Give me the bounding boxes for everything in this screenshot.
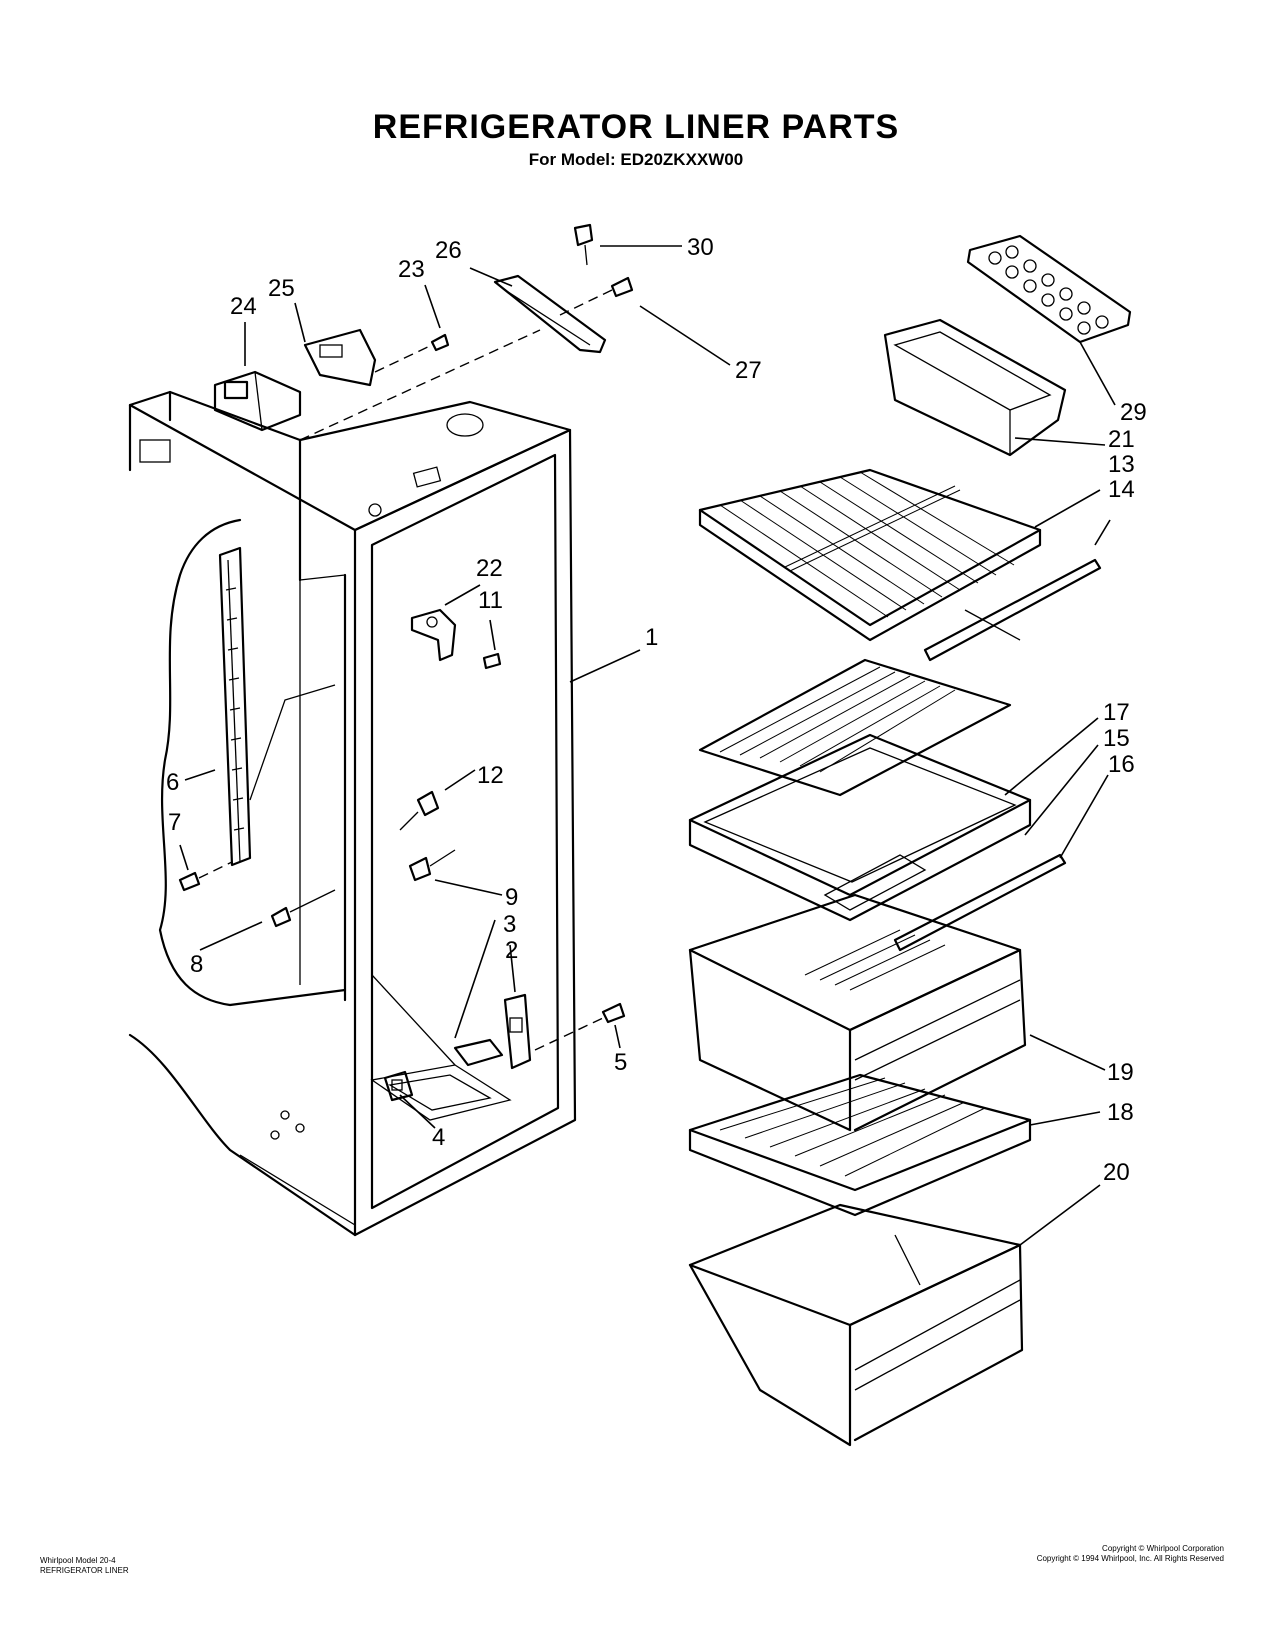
bracket-part-22 <box>410 608 457 662</box>
screw-part-7 <box>178 861 233 892</box>
footer-right-line2: Copyright © 1994 Whirlpool, Inc. All Rig… <box>1036 1554 1224 1563</box>
callout-18: 18 <box>1107 1099 1134 1126</box>
crisper-drawer-part-19 <box>688 893 1027 1132</box>
callout-30: 30 <box>687 234 714 261</box>
ice-bin-part-21 <box>883 318 1067 457</box>
callout-15: 15 <box>1103 725 1130 752</box>
callout-4: 4 <box>432 1124 445 1151</box>
clip-part-12 <box>399 790 440 831</box>
callout-20: 20 <box>1103 1159 1130 1186</box>
callout-26: 26 <box>435 237 462 264</box>
callout-11: 11 <box>478 587 503 614</box>
callout-3: 3 <box>503 911 516 938</box>
callout-24: 24 <box>230 293 257 320</box>
callout-29: 29 <box>1120 399 1147 426</box>
callout-numbers: 30 26 23 25 24 27 29 21 13 14 22 11 1 17… <box>166 234 1147 1186</box>
glass-shelf-part-17 <box>698 658 1012 797</box>
callout-1: 1 <box>645 624 658 651</box>
bracket-part-3 <box>453 1038 504 1067</box>
callout-6: 6 <box>166 769 179 796</box>
footer-left-line1: Whirlpool Model 20-4 <box>40 1556 116 1565</box>
screw-part-5 <box>534 1002 626 1051</box>
shelf-frame-part-15 <box>688 733 1032 922</box>
light-shield-part-26 <box>299 274 607 441</box>
screw-part-11 <box>482 652 502 670</box>
wire-shelf-part-13 <box>698 468 1042 642</box>
footer-left-line2: REFRIGERATOR LINER <box>40 1566 129 1575</box>
page-title: REFRIGERATOR LINER PARTS <box>372 108 900 146</box>
screw-part-23 <box>374 333 450 373</box>
clip-part-9 <box>408 849 456 882</box>
meat-pan-part-20 <box>688 1203 1024 1447</box>
footer-right-line1: Copyright © Whirlpool Corporation <box>1102 1544 1224 1553</box>
callout-5: 5 <box>614 1049 627 1076</box>
callout-27: 27 <box>735 357 762 384</box>
liner-cabinet <box>128 390 577 1237</box>
callout-9: 9 <box>505 884 518 911</box>
callout-14: 14 <box>1108 476 1135 503</box>
callout-2: 2 <box>505 937 518 964</box>
callout-8: 8 <box>190 951 203 978</box>
callout-21: 21 <box>1108 426 1135 453</box>
callout-13: 13 <box>1108 451 1135 478</box>
ice-tray-part-29 <box>966 234 1132 344</box>
callout-7: 7 <box>168 809 181 836</box>
callout-25: 25 <box>268 275 295 302</box>
callout-19: 19 <box>1107 1059 1134 1086</box>
callout-17: 17 <box>1103 699 1130 726</box>
control-housing-part-24 <box>213 370 302 432</box>
callout-12: 12 <box>477 762 504 789</box>
hinge-part-2 <box>503 993 532 1070</box>
leader-lines <box>179 245 1116 1246</box>
trim-part-14 <box>923 558 1102 662</box>
screw-part-27 <box>559 276 634 316</box>
callout-23: 23 <box>398 256 425 283</box>
bracket-part-25 <box>303 328 377 387</box>
model-subtitle: For Model: ED20ZKXXW00 <box>528 150 744 169</box>
callout-16: 16 <box>1108 751 1135 778</box>
crisper-cover-part-18 <box>688 1073 1032 1217</box>
footer-left: Whirlpool Model 20-4 REFRIGERATOR LINER <box>40 1556 129 1576</box>
bulb-part-30 <box>573 223 594 266</box>
clip-part-8 <box>270 889 336 928</box>
switch-part-4 <box>383 1070 414 1102</box>
shelf-ladder-part-6 <box>218 546 336 867</box>
callout-22: 22 <box>476 555 503 582</box>
footer-right: Copyright © Whirlpool Corporation Copyri… <box>1037 1544 1224 1564</box>
trim-part-16 <box>893 853 1067 952</box>
